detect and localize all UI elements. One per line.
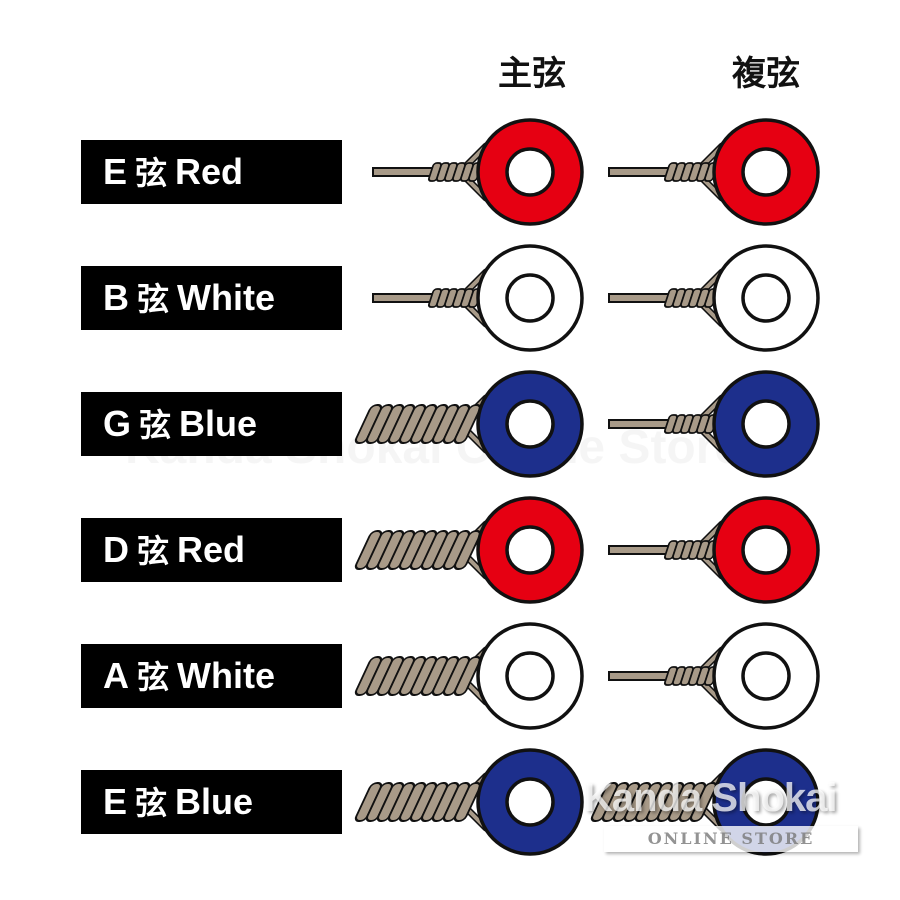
main-string-end-1 [372, 118, 584, 226]
string-color-name: Red [175, 151, 244, 192]
string-note: B [103, 277, 129, 318]
sub-string-end-3 [608, 370, 820, 478]
string-note: A [103, 655, 129, 696]
string-note: D [103, 529, 129, 570]
main-string-end-4 [354, 496, 584, 604]
string-note: G [103, 403, 132, 444]
sub-string-end-4 [608, 496, 820, 604]
string-kanji: 弦 [137, 280, 170, 318]
header-sub-string: 複弦 [732, 54, 800, 94]
sub-string-end-2 [608, 244, 820, 352]
string-kanji: 弦 [135, 784, 168, 822]
string-kanji: 弦 [137, 532, 170, 570]
string-kanji: 弦 [139, 406, 172, 444]
sub-string-end-5 [608, 622, 820, 730]
string-color-name: Blue [179, 403, 258, 444]
main-string-end-5 [354, 622, 584, 730]
string-color-name: Red [177, 529, 246, 570]
sub-string-end-1 [608, 118, 820, 226]
main-string-end-6 [354, 748, 584, 856]
string-color-name: White [177, 277, 275, 318]
string-color-name: Blue [175, 781, 254, 822]
main-string-end-3 [354, 370, 584, 478]
string-note: E [103, 781, 128, 822]
string-color-name: White [177, 655, 275, 696]
string-note: E [103, 151, 128, 192]
string-kanji: 弦 [135, 154, 168, 192]
header-main-string: 主弦 [498, 54, 566, 94]
main-string-end-2 [372, 244, 584, 352]
watermark-online-store: ONLINE STORE [604, 826, 858, 852]
string-kanji: 弦 [137, 658, 170, 696]
watermark-brand: Kanda Shokai [584, 776, 838, 820]
